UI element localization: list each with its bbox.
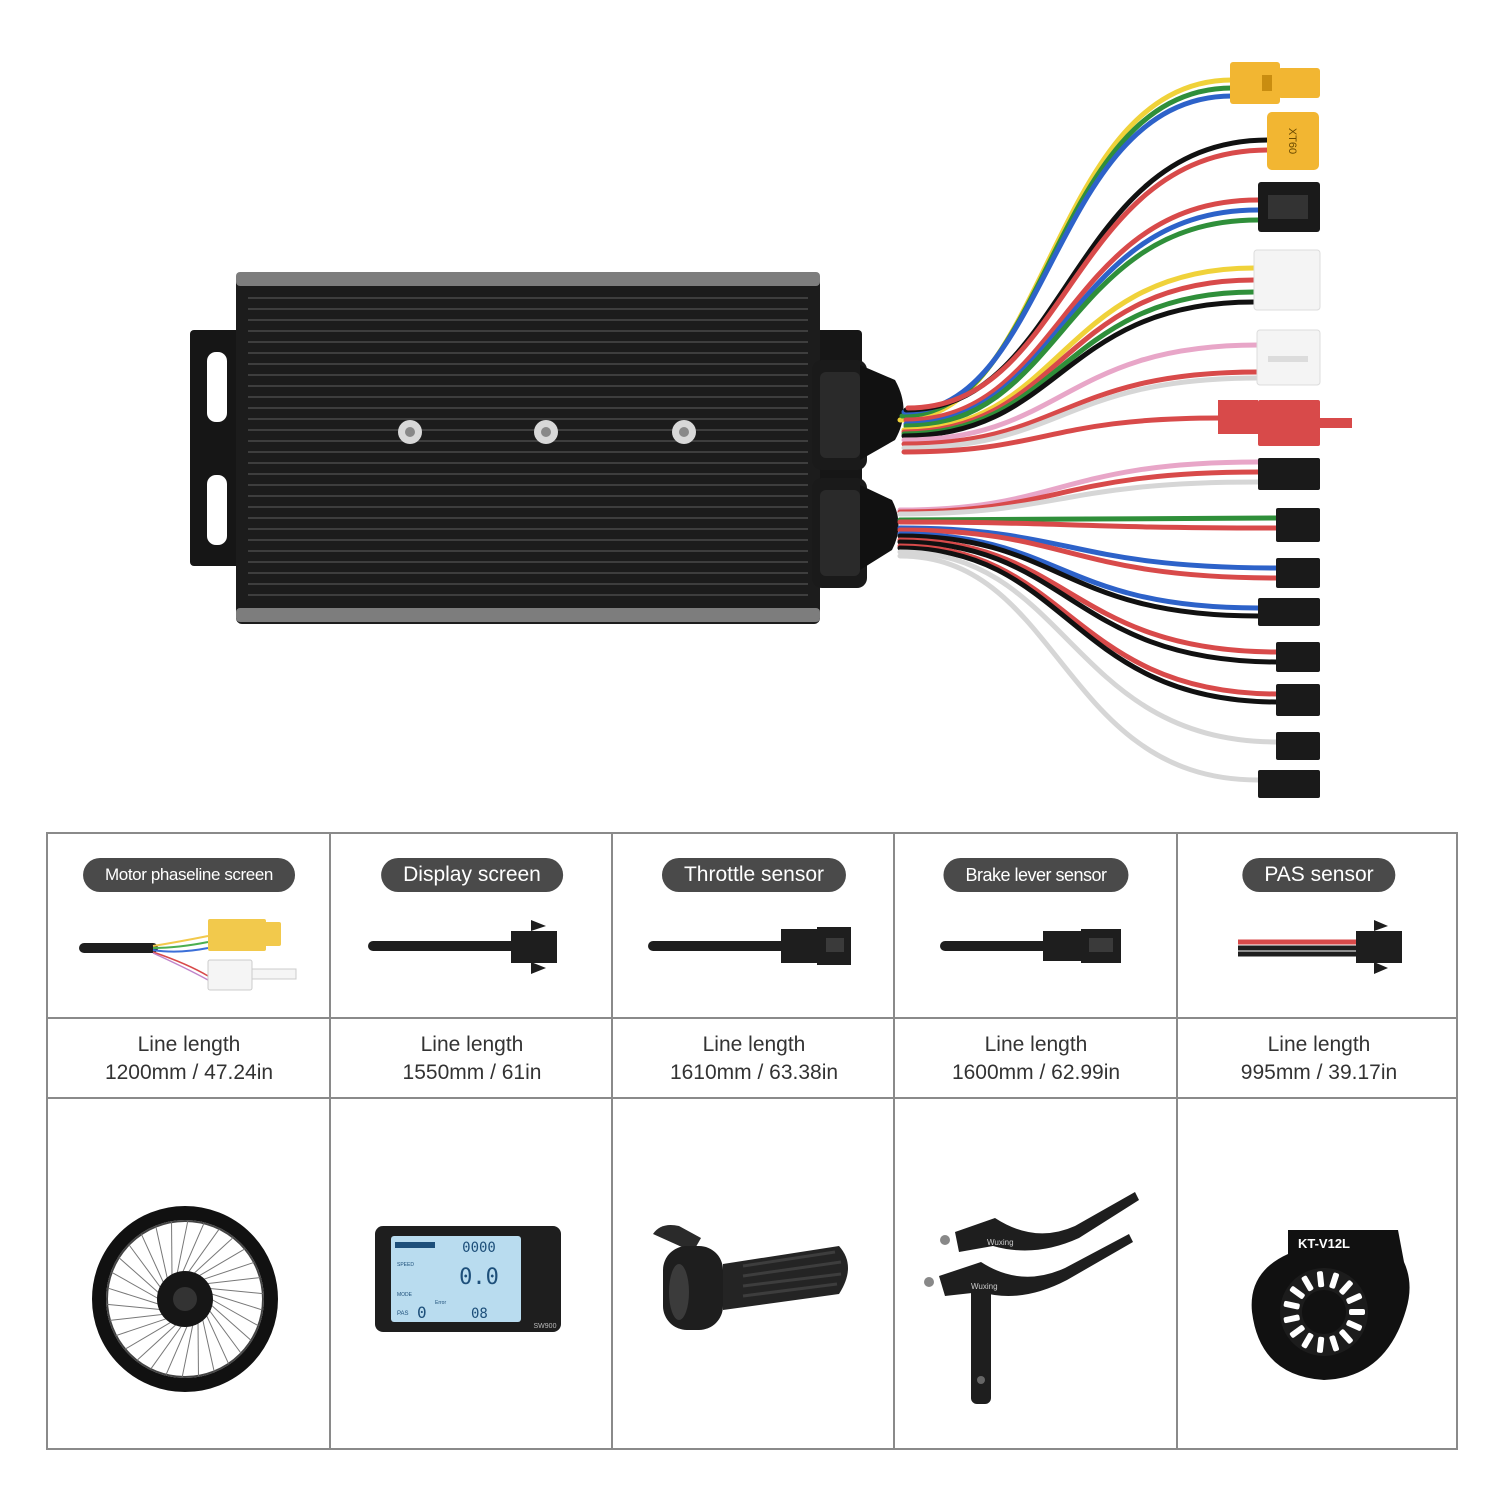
label-pill: PAS sensor <box>1242 858 1396 892</box>
red-connector <box>1218 400 1352 446</box>
brake-brand-top: Wuxing <box>987 1238 1014 1247</box>
line-length: Line length 995mm / 39.17in <box>1178 1031 1460 1087</box>
row-divider <box>48 1017 1456 1019</box>
wire-harness <box>897 77 1281 783</box>
wire-21 <box>897 519 1281 531</box>
wire-6 <box>903 197 1261 423</box>
pas-sensor-model: KT-V12L <box>1298 1236 1350 1251</box>
motor-phaseline-cable-icon <box>79 919 297 991</box>
line-length: Line length 1550mm / 61in <box>331 1031 613 1087</box>
line-length: Line length 1610mm / 63.38in <box>613 1031 895 1087</box>
black-connector-3pin <box>1258 182 1320 232</box>
label-pill: Throttle sensor <box>661 858 847 892</box>
sensor-plug-7 <box>1276 732 1320 760</box>
screw-1 <box>398 420 422 444</box>
brake-levers-image: Wuxing Wuxing <box>924 1192 1139 1404</box>
display-speed: 0.0 <box>459 1265 499 1290</box>
wire-27 <box>897 539 1281 665</box>
wire-13 <box>901 342 1261 443</box>
column-divider <box>611 834 613 1448</box>
twist-throttle-image <box>653 1225 848 1330</box>
line-length-value: 1550mm / 61in <box>402 1061 542 1084</box>
display-model: SW900 <box>534 1323 557 1330</box>
wire-3 <box>901 93 1235 415</box>
wire-20 <box>897 515 1281 523</box>
lcd-display-image: 0000 SPEED 0.0 MODE PAS 0 Error 08 SW900 <box>375 1226 561 1332</box>
wire-25 <box>897 533 1261 619</box>
column-brake-lever-sensor: Brake lever sensor Line length 1600mm / … <box>895 834 1177 1448</box>
sensor-plug-6 <box>1276 684 1320 716</box>
sensor-plug-8 <box>1258 770 1320 798</box>
wire-30 <box>897 549 1281 745</box>
sensor-plug-1 <box>1258 458 1320 490</box>
mounting-bracket-left <box>190 330 250 566</box>
controller-body <box>236 272 820 624</box>
wire-4 <box>903 137 1271 413</box>
screw-2 <box>534 420 558 444</box>
line-length-label: Line length <box>984 1033 1088 1056</box>
brake-brand-bottom: Wuxing <box>971 1282 998 1291</box>
cable-gland-bottom <box>812 478 899 588</box>
wire-16 <box>901 415 1223 455</box>
display-error-code: 08 <box>471 1306 488 1322</box>
label-pill: Display screen <box>381 858 563 892</box>
line-length-label: Line length <box>1267 1033 1371 1056</box>
column-pas-sensor: PAS sensor Line length 995mm / 39.17in K… <box>1178 834 1460 1448</box>
display-error-label: Error <box>435 1300 446 1306</box>
pas-cable-icon <box>1238 920 1402 974</box>
row-divider <box>48 1097 1456 1099</box>
sensor-plug-5 <box>1276 642 1320 672</box>
display-pas-level: 0 <box>417 1303 427 1322</box>
label-pill: Motor phaseline screen <box>83 858 295 892</box>
line-length-label: Line length <box>702 1033 806 1056</box>
wire-14 <box>901 369 1261 447</box>
throttle-cable-icon <box>648 927 851 965</box>
wire-12 <box>901 299 1257 439</box>
sensor-plug-3 <box>1276 558 1320 588</box>
display-pas-label: PAS <box>397 1311 409 1317</box>
wire-19 <box>897 479 1261 517</box>
xt60-connector: XT60 <box>1267 112 1319 170</box>
line-length: Line length 1600mm / 62.99in <box>895 1031 1177 1087</box>
column-throttle-sensor: Throttle sensor Line length 1610mm / 63.… <box>613 834 895 1448</box>
line-length-value: 1200mm / 47.24in <box>104 1061 274 1084</box>
line-length-value: 1600mm / 62.99in <box>951 1061 1121 1084</box>
brake-cable-icon <box>940 929 1121 963</box>
wire-15 <box>901 375 1261 451</box>
sensor-plug-2 <box>1276 508 1320 542</box>
column-divider <box>329 834 331 1448</box>
display-mode-label: MODE <box>397 1292 413 1298</box>
column-motor-phaseline: Motor phaseline screen Line length 1200m… <box>48 834 330 1448</box>
hub-motor-wheel-image <box>92 1206 278 1392</box>
line-length-value: 995mm / 39.17in <box>1240 1061 1398 1084</box>
wire-29 <box>897 545 1281 705</box>
wire-17 <box>897 459 1261 513</box>
screw-3 <box>672 420 696 444</box>
column-divider <box>1176 834 1178 1448</box>
spec-table: Motor phaseline screen Line length 1200m… <box>46 832 1458 1450</box>
white-connector-large <box>1253 249 1321 311</box>
svg-text:XT60: XT60 <box>1286 128 1298 154</box>
display-speed-label: SPEED <box>397 1262 414 1268</box>
label-pill: Brake lever sensor <box>943 858 1129 892</box>
line-length: Line length 1200mm / 47.24in <box>48 1031 330 1087</box>
line-length-value: 1610mm / 63.38in <box>669 1061 839 1084</box>
cable-gland-top <box>812 360 904 470</box>
line-length-label: Line length <box>420 1033 524 1056</box>
wire-5 <box>905 147 1271 411</box>
xt-connector-main <box>1230 62 1320 104</box>
pas-sensor-image: KT-V12L <box>1251 1230 1410 1380</box>
sensor-plug-4 <box>1258 598 1320 626</box>
column-display-screen: Display screen Line length 1550mm / 61in… <box>331 834 613 1448</box>
controller-illustration: XT60 <box>190 62 1352 798</box>
wire-31 <box>897 553 1261 783</box>
display-cable-icon <box>368 920 557 974</box>
line-length-label: Line length <box>137 1033 241 1056</box>
wire-23 <box>897 527 1281 581</box>
wire-8 <box>903 217 1261 429</box>
white-connector-small <box>1256 329 1321 386</box>
display-odo: 0000 <box>462 1240 496 1256</box>
column-divider <box>893 834 895 1448</box>
sensor-plugs <box>1258 458 1320 798</box>
